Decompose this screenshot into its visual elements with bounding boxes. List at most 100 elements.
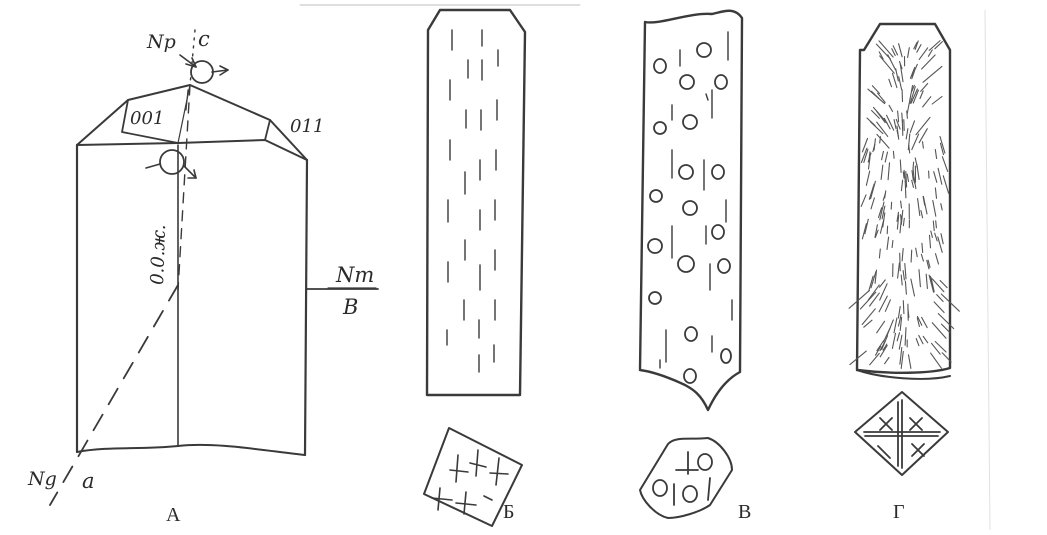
fibre-stroke (900, 209, 904, 225)
fibre-stroke (916, 317, 920, 328)
fibre-stroke (935, 220, 937, 229)
fibre-stroke (878, 248, 881, 259)
fibre-stroke (884, 151, 889, 163)
fibre-stroke (877, 92, 886, 104)
fibre-stroke (870, 180, 876, 200)
panel-g-section (854, 391, 949, 476)
upper-arrow-2 (211, 69, 229, 73)
prism-g-fibres (848, 40, 960, 369)
fibre-stroke (867, 284, 880, 301)
fibre-stroke (910, 88, 918, 104)
fibre-stroke (925, 273, 928, 290)
caption-panel-b: Б (503, 501, 514, 523)
axis-c-tick (185, 89, 189, 111)
label-face-001: 001 (130, 108, 164, 129)
fibre-stroke (891, 332, 897, 349)
fibre-stroke (917, 198, 921, 217)
fibre-stroke (892, 45, 899, 56)
fibre-stroke (879, 344, 888, 358)
fibre-stroke (913, 41, 918, 50)
fibre-stroke (912, 161, 915, 170)
fibre-stroke (930, 342, 941, 355)
fibre-stroke (900, 214, 902, 222)
fibre-stroke (901, 112, 903, 123)
fibre-stroke (886, 236, 890, 251)
fibre-stroke (918, 128, 928, 144)
fibre-stroke (897, 110, 900, 123)
fibre-stroke (870, 271, 877, 289)
fibre-stroke (907, 307, 910, 318)
fibre-stroke (916, 44, 922, 53)
fibre-stroke (874, 229, 879, 239)
fibre-stroke (939, 279, 948, 289)
fibre-stroke (931, 95, 943, 105)
fibre-stroke (880, 164, 884, 180)
fibre-stroke (920, 82, 929, 92)
fibre-stroke (881, 335, 889, 351)
fibre-stroke (899, 159, 902, 173)
fibre-stroke (940, 233, 944, 245)
upper-arrowhead-2 (219, 65, 229, 76)
fibre-stroke (915, 338, 920, 347)
fibre-stroke (916, 315, 923, 326)
fibre-stroke (911, 170, 914, 181)
fibre-stroke (932, 200, 937, 217)
fibre-stroke (904, 280, 907, 295)
fibre-stroke (934, 232, 938, 242)
fibre-stroke (878, 51, 884, 60)
fibre-stroke (887, 54, 897, 71)
prism-v-streaks (659, 31, 733, 369)
fibre-stroke (902, 217, 905, 227)
fibre-stroke (933, 171, 938, 183)
fibre-stroke (860, 194, 867, 207)
face-011-edge (264, 119, 271, 141)
fibre-stroke (909, 120, 916, 133)
fibre-stroke (901, 248, 904, 262)
prism-v-inclusions (647, 42, 732, 384)
fibre-stroke (863, 319, 873, 328)
fibre-stroke (878, 295, 888, 313)
fibre-stroke (901, 119, 904, 136)
fibre-stroke (877, 207, 883, 219)
fibre-stroke (896, 211, 900, 222)
fibre-stroke (879, 55, 895, 74)
fibre-stroke (883, 117, 891, 130)
label-face-011: 011 (290, 116, 324, 137)
fibre-stroke (895, 118, 901, 130)
label-c: c (198, 27, 210, 51)
fibre-stroke (878, 40, 894, 58)
section-v-outline (639, 437, 733, 519)
fibre-stroke (919, 90, 924, 100)
fibre-stroke (930, 277, 935, 293)
face-001-outline (121, 99, 179, 144)
label-nm: Nm (335, 263, 374, 287)
fibre-stroke (902, 300, 905, 315)
fibre-stroke (869, 352, 880, 366)
fibre-stroke (921, 54, 936, 70)
fibre-stroke (915, 116, 931, 136)
fibre-stroke (902, 171, 905, 179)
fibre-stroke (876, 320, 886, 334)
fibre-stroke (910, 249, 913, 263)
upper-arrow-1 (179, 54, 197, 68)
fibre-stroke (911, 71, 915, 80)
fibre-stroke (911, 133, 920, 151)
fibre-stroke (931, 278, 945, 293)
fibre-stroke (888, 78, 893, 88)
fibre-stroke (931, 322, 947, 339)
fibre-stroke (934, 187, 938, 199)
fibre-stroke (934, 253, 940, 265)
fibre-stroke (898, 43, 903, 58)
panel-v-prism (638, 9, 744, 412)
fibre-stroke (922, 65, 943, 83)
label-b: B (342, 295, 358, 319)
crystal-termination (76, 84, 308, 161)
axis-c-dashed-top (189, 29, 196, 86)
fibre-stroke (928, 274, 935, 293)
fibre-stroke (892, 150, 895, 159)
fibre-stroke (876, 339, 885, 352)
fibre-stroke (899, 252, 901, 272)
fibre-stroke (941, 156, 949, 172)
panel-a-crystal (49, 29, 379, 506)
fibre-stroke (882, 193, 886, 201)
